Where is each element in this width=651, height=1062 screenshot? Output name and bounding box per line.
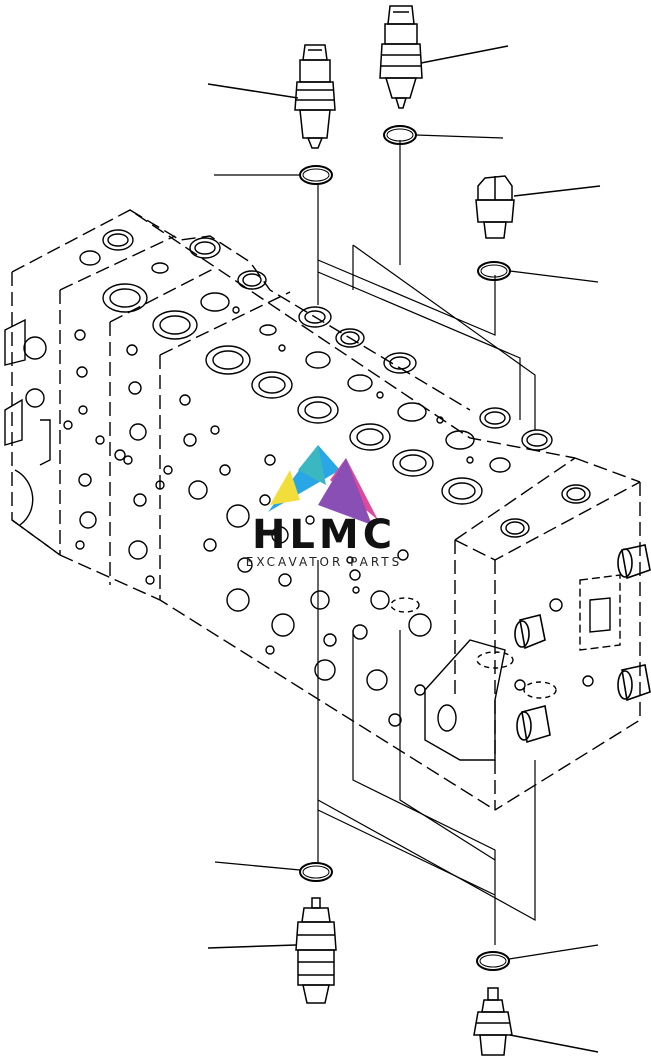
o-rings [214, 125, 599, 971]
top-ports [79, 229, 591, 538]
relief-valve-upper-left [207, 44, 336, 149]
logo-yellow-triangle [270, 470, 300, 505]
end-cap-right [390, 574, 621, 761]
hex-plugs [514, 544, 651, 744]
front-face-ports [23, 329, 432, 727]
assembly-alignment-lines [317, 140, 536, 945]
watermark-title: HLMC [252, 512, 396, 558]
logo-purple-triangle [318, 458, 372, 525]
plug-upper-right [475, 175, 601, 239]
relief-valve-upper-center [379, 5, 509, 109]
watermark-subtitle: EXCAVATOR PARTS [246, 555, 403, 569]
relief-valve-lower-right [473, 987, 599, 1056]
logo-teal-triangle [298, 445, 326, 485]
end-cap-left [4, 318, 51, 526]
control-valve-body [4, 209, 651, 811]
relief-valve-lower-left [207, 897, 337, 1004]
hlmc-watermark-logo: HLMC EXCAVATOR PARTS [246, 445, 403, 569]
